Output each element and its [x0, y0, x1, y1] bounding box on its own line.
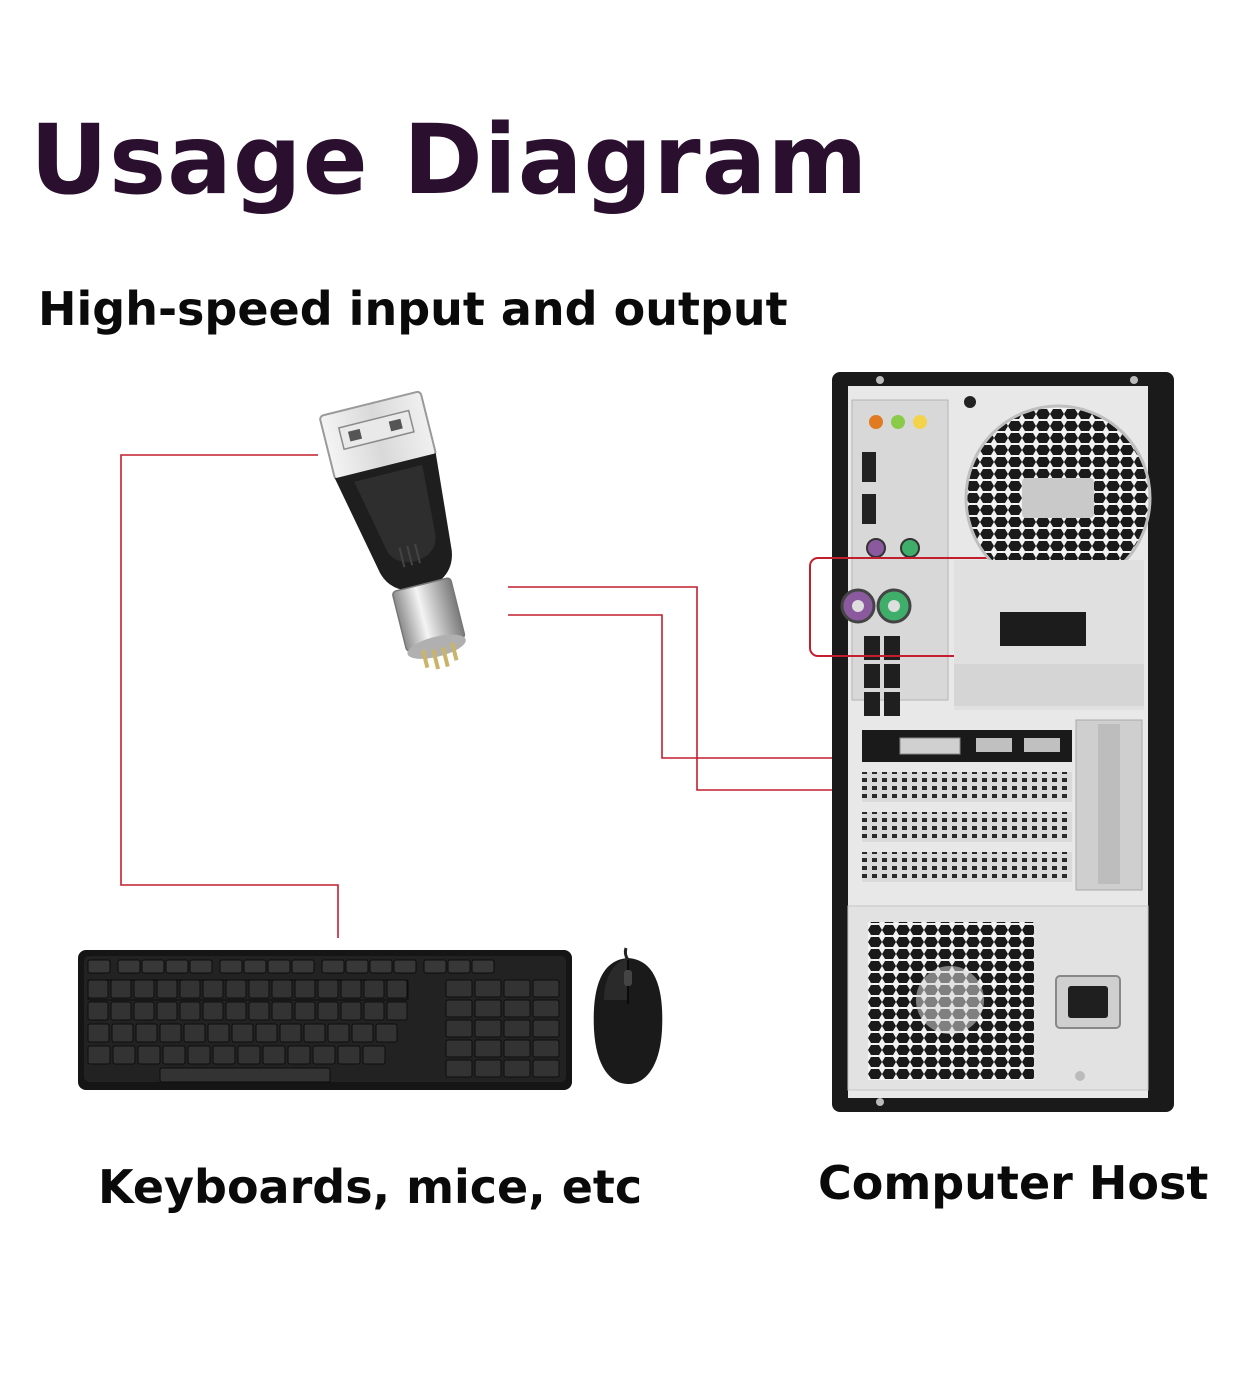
keyboard-numpad-key	[503, 1059, 531, 1078]
keyboard-numpad-key	[445, 1019, 473, 1038]
keyboard-key	[202, 979, 224, 999]
keyboard-key	[303, 1023, 326, 1043]
keyboard-key	[187, 1045, 211, 1065]
keyboard-key	[287, 1045, 311, 1065]
keyboard-key	[340, 1001, 362, 1021]
keyboard-numpad-key	[503, 1019, 531, 1038]
keyboard-key	[327, 1023, 350, 1043]
keyboard-numpad-key	[474, 999, 502, 1018]
keyboard-numpad-key	[503, 1039, 531, 1058]
keyboard-key	[363, 979, 385, 999]
keyboard-numpad-key	[532, 1059, 560, 1078]
keyboard-key	[135, 1023, 158, 1043]
keyboard-key	[212, 1045, 236, 1065]
keyboard-key	[112, 1045, 136, 1065]
adapter-to-host-line-lower	[508, 614, 859, 759]
keyboard-key	[271, 979, 293, 999]
keyboard-key	[133, 979, 155, 999]
keyboard-key	[225, 979, 247, 999]
keyboard-numpad-key	[503, 999, 531, 1018]
keyboard-key	[362, 1045, 386, 1065]
keyboard-key	[294, 1001, 316, 1021]
keyboard-icon	[78, 950, 572, 1090]
keyboard-key	[317, 1001, 339, 1021]
peripherals-label: Keyboards, mice, etc	[98, 1160, 643, 1214]
keyboard-key	[207, 1023, 230, 1043]
keyboard-key	[87, 1045, 111, 1065]
keyboard-numpad-key	[474, 1039, 502, 1058]
keyboard-numpad-key	[445, 1059, 473, 1078]
keyboard-key	[279, 1023, 302, 1043]
keyboard-numpad-key	[474, 1019, 502, 1038]
keyboard-numpad-key	[532, 1039, 560, 1058]
keyboard-key	[110, 1001, 132, 1021]
mouse-icon	[593, 947, 663, 1084]
keyboard-key	[137, 1045, 161, 1065]
keyboard-key	[386, 1001, 408, 1021]
keyboard-key	[294, 979, 316, 999]
keyboard-numpad-key	[445, 979, 473, 998]
keyboard-key	[87, 1001, 109, 1021]
keyboard-key	[271, 1001, 293, 1021]
keyboard-numpad-key	[532, 979, 560, 998]
page-subtitle: High-speed input and output	[38, 282, 788, 336]
keyboard-key	[110, 979, 132, 999]
keyboard-key	[159, 1023, 182, 1043]
adapter-to-keyboard-line	[120, 454, 339, 938]
keyboard-numpad-key	[532, 999, 560, 1018]
keyboard-numpad-key	[474, 979, 502, 998]
keyboard-key	[255, 1023, 278, 1043]
keyboard-key	[262, 1045, 286, 1065]
keyboard-key	[340, 979, 362, 999]
keyboard-key	[179, 979, 201, 999]
keyboard-numpad-key	[503, 979, 531, 998]
connection-lines	[120, 454, 898, 938]
keyboard-key	[231, 1023, 254, 1043]
keyboard-numpad-key	[445, 999, 473, 1018]
keyboard-key	[87, 1023, 110, 1043]
keyboard-key	[133, 1001, 155, 1021]
keyboard-key	[363, 1001, 385, 1021]
keyboard-key	[317, 979, 339, 999]
keyboard-key	[202, 1001, 224, 1021]
keyboard-key	[248, 1001, 270, 1021]
keyboard-numpad-key	[474, 1059, 502, 1078]
keyboard-key	[375, 1023, 398, 1043]
computer-tower-icon	[809, 372, 1174, 1112]
keyboard-key	[162, 1045, 186, 1065]
keyboard-key	[386, 979, 408, 999]
page-title: Usage Diagram	[30, 104, 869, 216]
keyboard-key	[237, 1045, 261, 1065]
keyboard-key	[87, 979, 109, 999]
computer-host-label: Computer Host	[818, 1156, 1209, 1210]
keyboard-numpad-key	[445, 1039, 473, 1058]
keyboard-key	[351, 1023, 374, 1043]
keyboard-key	[156, 979, 178, 999]
keyboard-numpad-key	[532, 1019, 560, 1038]
keyboard-spacebar	[159, 1067, 331, 1083]
keyboard-key	[183, 1023, 206, 1043]
keyboard-key	[111, 1023, 134, 1043]
keyboard-key	[248, 979, 270, 999]
keyboard-key	[312, 1045, 336, 1065]
keyboard-key	[225, 1001, 247, 1021]
keyboard-key	[337, 1045, 361, 1065]
keyboard-key	[179, 1001, 201, 1021]
keyboard-key	[156, 1001, 178, 1021]
ps2-to-usb-adapter-icon	[319, 390, 466, 670]
